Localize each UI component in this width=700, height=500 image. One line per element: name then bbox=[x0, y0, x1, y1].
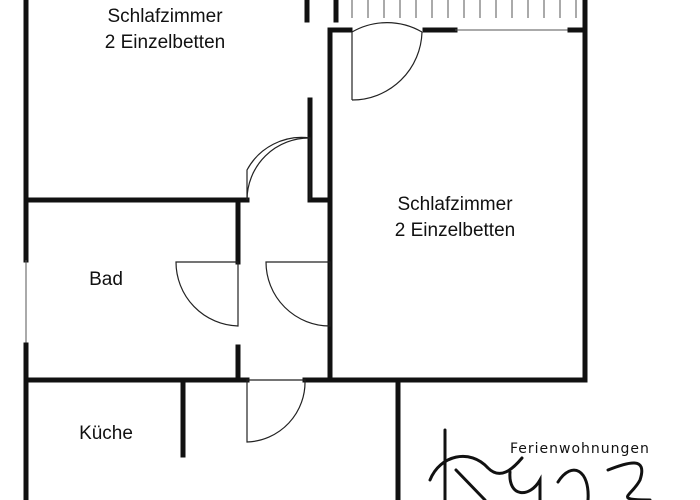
door-arc-top bbox=[351, 22, 423, 100]
room-detail: 2 Einzelbetten bbox=[104, 32, 226, 53]
room-name: Bad bbox=[89, 269, 123, 290]
room-label-bedroom-2: Schlafzimmer 2 Einzelbetten bbox=[360, 192, 550, 244]
door-arc-bedroom-2 bbox=[265, 261, 331, 327]
room-name: Schlafzimmer bbox=[397, 194, 513, 215]
room-name: Küche bbox=[79, 423, 133, 444]
kunz-script-logo bbox=[428, 428, 652, 500]
room-detail: 2 Einzelbetten bbox=[394, 220, 516, 241]
door-arc-bath bbox=[175, 261, 239, 327]
room-label-kitchen: Küche bbox=[66, 421, 146, 447]
brand-subtitle: Ferienwohnungen bbox=[510, 441, 650, 457]
room-label-bedroom-1: Schlafzimmer 2 Einzelbetten bbox=[70, 4, 260, 56]
door-arc-bedroom bbox=[246, 136, 311, 200]
balcony-railing bbox=[333, 0, 588, 23]
door-arc-entrance bbox=[246, 379, 306, 443]
room-name: Schlafzimmer bbox=[107, 6, 223, 27]
room-label-bathroom: Bad bbox=[66, 267, 146, 293]
doors bbox=[175, 22, 423, 443]
